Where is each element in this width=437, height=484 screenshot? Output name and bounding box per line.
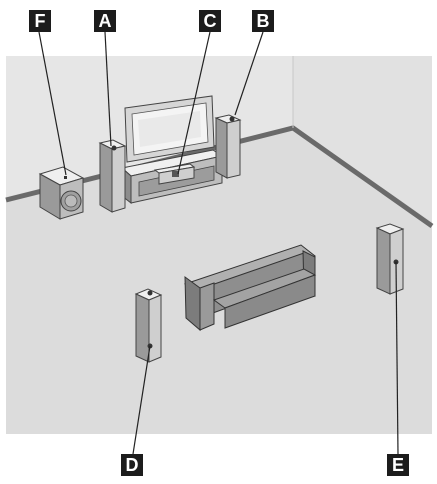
leader-lines bbox=[38, 31, 399, 455]
leader-line-a bbox=[104, 31, 112, 147]
tv bbox=[124, 95, 215, 163]
speaker-b bbox=[214, 114, 242, 179]
speaker-a bbox=[98, 139, 127, 213]
right-wall bbox=[293, 56, 432, 222]
leader-line-f bbox=[38, 31, 67, 176]
leader-line-c bbox=[177, 31, 211, 175]
speaker-e bbox=[375, 223, 405, 295]
subwoofer-f bbox=[38, 166, 85, 220]
label-d: D bbox=[121, 454, 143, 476]
sofa bbox=[184, 244, 317, 332]
speaker-d bbox=[134, 288, 163, 363]
label-e: E bbox=[387, 454, 409, 476]
leader-line-e bbox=[395, 261, 399, 455]
room bbox=[5, 56, 434, 434]
leader-line-b bbox=[234, 31, 264, 116]
speaker-c bbox=[153, 163, 196, 185]
label-f: F bbox=[29, 10, 51, 32]
label-a: A bbox=[94, 10, 116, 32]
label-b: B bbox=[252, 10, 274, 32]
leader-line-d bbox=[132, 345, 151, 455]
label-c: C bbox=[199, 10, 221, 32]
